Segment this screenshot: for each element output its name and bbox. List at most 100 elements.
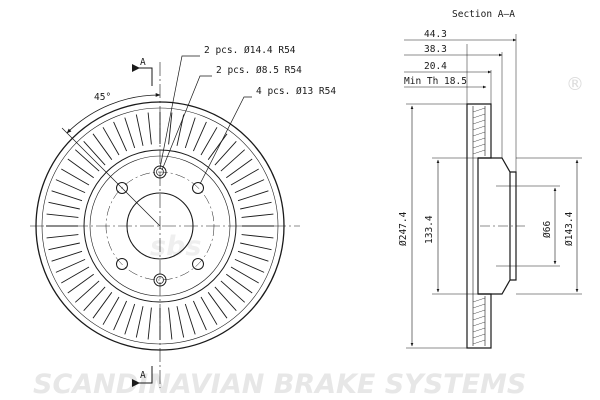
hat-edge — [83, 149, 237, 303]
hatch-line — [472, 339, 486, 345]
hatch-line — [472, 333, 486, 339]
cooling-vane — [241, 213, 274, 218]
hat-inner-ring — [89, 155, 231, 297]
cooling-vane — [226, 273, 253, 294]
cooling-vane — [55, 179, 86, 194]
section-view — [404, 34, 582, 349]
bolt-hole-13-ne — [192, 182, 204, 194]
leader-13 — [199, 96, 252, 185]
hatch-line — [472, 143, 486, 149]
cooling-vane — [168, 112, 173, 145]
hatch-line — [472, 327, 486, 333]
section-letter-top: A — [140, 57, 146, 68]
cooling-vane — [226, 158, 253, 179]
cooling-vane — [240, 201, 272, 210]
cooling-vane — [147, 307, 152, 340]
label-38-3: 38.3 — [424, 44, 447, 55]
callout-14-4: 2 pcs. Ø14.4 R54 — [204, 45, 296, 56]
cooling-vane — [135, 114, 144, 146]
cooling-vane — [192, 300, 207, 331]
cooling-vane — [51, 190, 83, 202]
cooling-vane — [92, 133, 113, 160]
cooling-vane — [168, 307, 173, 340]
hatch-line — [472, 309, 486, 315]
hatch-line — [472, 321, 486, 327]
cooling-vane — [234, 179, 265, 194]
hatch-top — [472, 107, 486, 155]
section-cut-top — [139, 67, 153, 86]
hatch-line — [472, 107, 486, 113]
bolt-hole-13-se — [192, 258, 204, 270]
cooling-vane — [102, 296, 120, 325]
cooling-vane — [184, 303, 196, 335]
cooling-vane — [67, 158, 94, 179]
callout-8-5: 2 pcs. Ø8.5 R54 — [216, 65, 302, 76]
hatch-line — [472, 131, 486, 137]
cooling-vane — [48, 201, 80, 210]
brand-watermark: sbs ® SCANDINAVIAN BRAKE SYSTEMS — [33, 74, 584, 400]
bolt-hole-13-nw — [116, 182, 128, 194]
cooling-vane — [192, 121, 207, 152]
hatch-line — [472, 113, 486, 119]
section-labels: Section A–A 44.3 38.3 20.4 Min Th 18.5 Ø… — [398, 9, 575, 246]
cooling-vane — [207, 133, 228, 160]
cooling-vane — [46, 213, 79, 218]
hatch-bottom — [472, 297, 486, 345]
hatch-line — [472, 297, 486, 303]
cooling-vane — [61, 168, 90, 186]
bolt-hole-8-top — [156, 168, 164, 176]
cooling-vane — [230, 168, 259, 186]
label-44-3: 44.3 — [424, 29, 447, 40]
cooling-vanes — [46, 112, 274, 340]
watermark-text: SCANDINAVIAN BRAKE SYSTEMS — [33, 369, 526, 400]
cooling-vane — [230, 266, 259, 284]
cooling-vane — [147, 112, 152, 145]
cooling-vane — [61, 266, 90, 284]
cooling-vane — [220, 149, 246, 172]
cooling-vane — [214, 286, 237, 312]
bolt-pitch-circle — [105, 171, 215, 281]
cooling-vane — [113, 121, 128, 152]
cooling-vane — [214, 140, 237, 166]
section-title: Section A–A — [452, 9, 515, 20]
cooling-vane — [74, 280, 100, 303]
cooling-vane — [67, 273, 94, 294]
hatch-line — [472, 315, 486, 321]
label-66: Ø66 — [542, 221, 553, 238]
section-cut-bottom — [139, 366, 153, 384]
leader-14 — [159, 55, 200, 169]
cooling-vane — [46, 234, 79, 239]
cooling-vane — [135, 306, 144, 338]
cooling-vane — [92, 292, 113, 319]
hatch-line — [472, 125, 486, 131]
cooling-vane — [48, 242, 80, 251]
callout-13: 4 pcs. Ø13 R54 — [256, 86, 336, 97]
hatch-line — [472, 149, 486, 155]
cooling-vane — [220, 280, 246, 303]
section-arrow-bottom — [132, 379, 140, 387]
cooling-vane — [74, 149, 100, 172]
hatch-line — [472, 119, 486, 125]
bolt-hole-14-bottom — [153, 273, 167, 287]
section-hat — [478, 157, 511, 295]
cooling-vane — [237, 250, 269, 262]
cooling-vane — [51, 250, 83, 262]
section-letter-bottom: A — [140, 370, 146, 381]
bolt-hole-8-bottom — [156, 276, 164, 284]
cooling-vane — [124, 303, 136, 335]
cooling-vane — [237, 190, 269, 202]
cooling-vane — [200, 296, 218, 325]
angle-label: 45° — [94, 92, 111, 103]
label-247-4: Ø247.4 — [398, 211, 409, 246]
center-bore — [126, 192, 194, 260]
angle-arc — [66, 93, 161, 134]
registered-mark: ® — [566, 74, 584, 95]
hatch-line — [472, 137, 486, 143]
cooling-vane — [176, 306, 185, 338]
label-133-4: 133.4 — [424, 215, 435, 244]
label-20-4: 20.4 — [424, 61, 447, 72]
cooling-vane — [55, 258, 86, 273]
hatch-line — [472, 303, 486, 309]
